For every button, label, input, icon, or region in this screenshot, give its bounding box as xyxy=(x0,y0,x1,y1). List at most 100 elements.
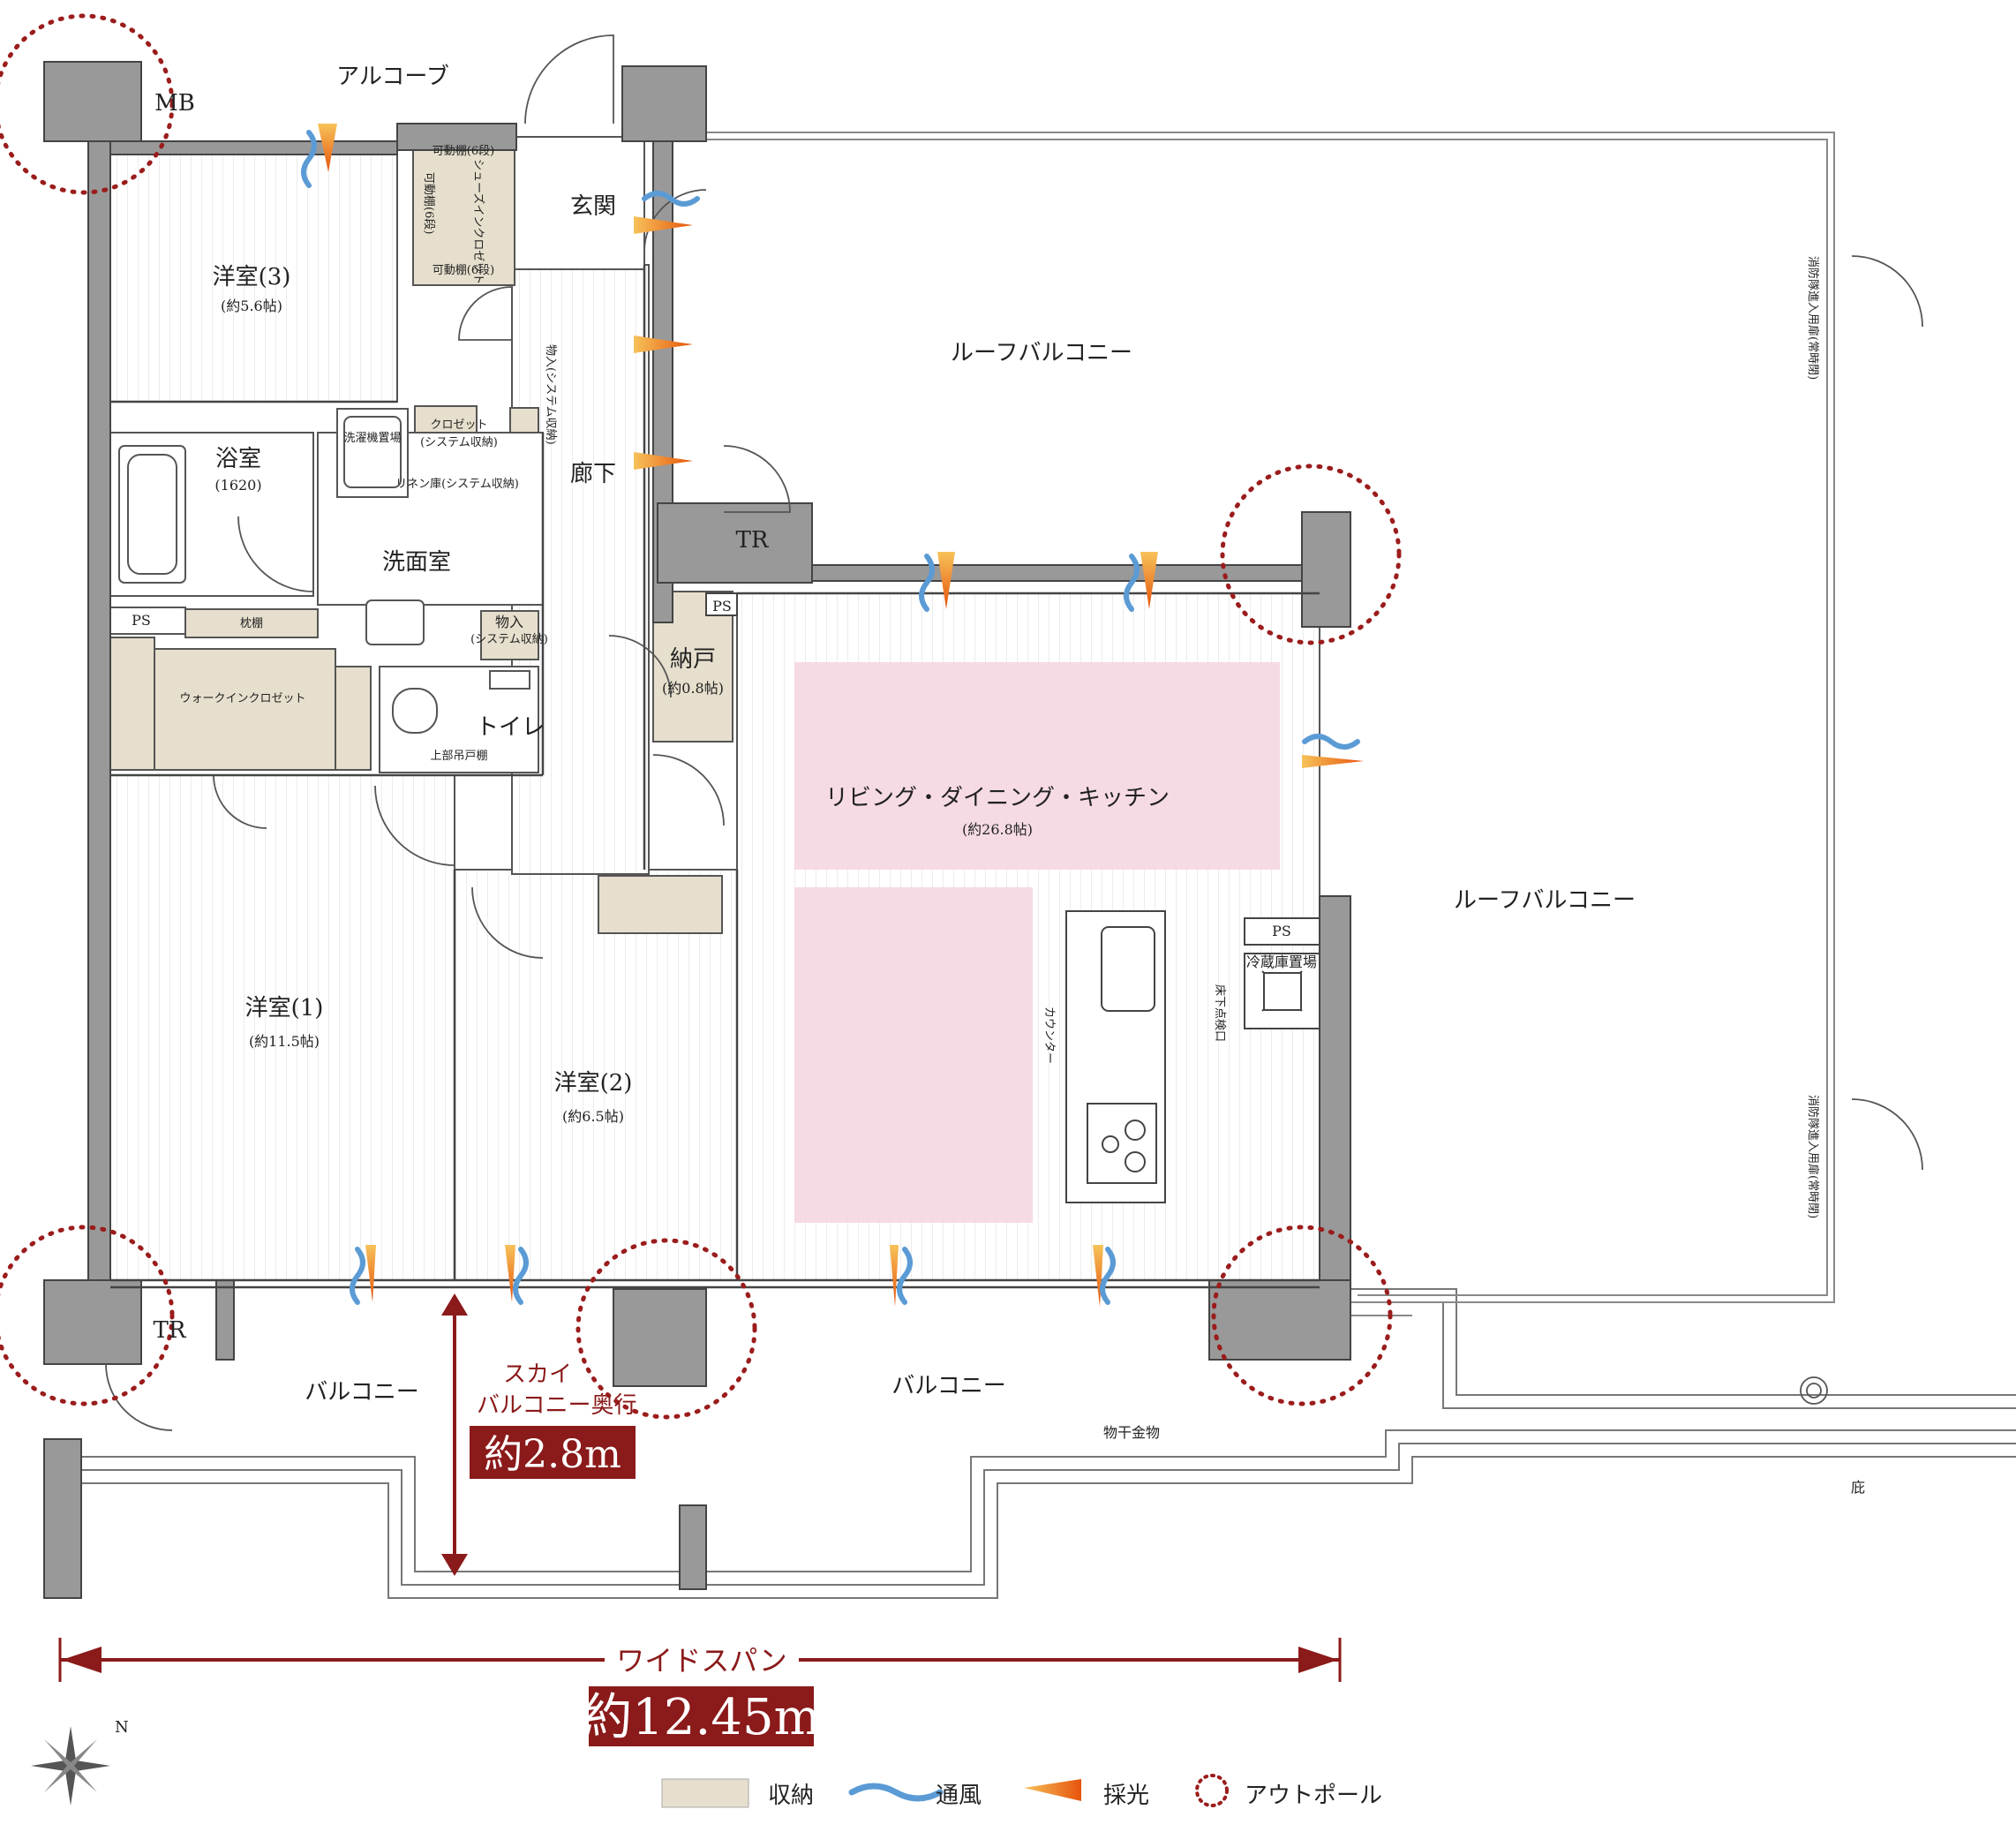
ventilation-icon xyxy=(1124,554,1140,612)
shelf-label-b: 可動棚(6段) xyxy=(422,172,435,234)
ventilation-icon xyxy=(642,191,700,207)
sys-storage-label: (システム収納) xyxy=(420,436,498,449)
room1-label: 洋室(1) xyxy=(245,995,324,1022)
sky-depth-value: 約2.8m xyxy=(484,1432,621,1477)
legend-label-storage: 収納 xyxy=(768,1783,814,1809)
compass-n: N xyxy=(115,1718,129,1737)
room1-floor xyxy=(109,774,455,1281)
outpole-icon xyxy=(0,1225,175,1406)
roof-balcony-label-2: ルーフバルコニー xyxy=(1454,887,1636,914)
tr-label-1: TR xyxy=(736,527,770,554)
shoes-closet-label: シューズインクロゼット xyxy=(471,159,485,284)
bath-size: (1620) xyxy=(214,477,261,494)
compass-icon: N xyxy=(31,1718,129,1806)
ps-label-1: PS xyxy=(132,612,151,629)
fridge-area xyxy=(705,592,1320,1029)
room2-label: 洋室(2) xyxy=(554,1070,633,1097)
outpole-icon xyxy=(0,13,175,195)
room2-floor xyxy=(454,869,738,1281)
ventilation-icon xyxy=(848,1783,944,1802)
room2-size: (約6.5帖) xyxy=(562,1108,624,1125)
ps-label-3: PS xyxy=(1272,923,1291,939)
daylight-icon xyxy=(634,216,693,234)
monoire-sys-label: 物入(システム収納) xyxy=(544,344,557,445)
ldk-highlight-a xyxy=(794,662,1280,870)
ldk-label: リビング・ダイニング・キッチン xyxy=(825,785,1170,811)
corridor-label: 廊下 xyxy=(570,461,616,487)
ventilation-icon xyxy=(1302,734,1360,750)
partitions xyxy=(110,265,1320,1289)
closet-sys-label: クロゼット xyxy=(430,418,487,432)
room3-floor xyxy=(109,154,398,403)
balcony-label-2: バルコニー xyxy=(891,1373,1005,1399)
fire-door-label-1: 消防隊進入用扉(常時閉) xyxy=(1806,256,1820,380)
genkan-floor xyxy=(511,136,645,270)
shelf-label-a: 可動棚(6段) xyxy=(433,145,494,158)
outpole-markers xyxy=(0,13,1402,1420)
nando-label: 納戸 xyxy=(670,646,716,673)
monoire2-label: 物入 xyxy=(495,614,523,630)
eaves-label: 庇 xyxy=(1851,1479,1865,1496)
outpole-icon xyxy=(1195,1774,1229,1807)
wide-span-label: ワイドスパン xyxy=(616,1644,787,1677)
ventilation-markers xyxy=(301,130,1360,1305)
legend-label-outpole: アウトポール xyxy=(1245,1783,1382,1809)
sky-balcony-label-2: バルコニー奥行 xyxy=(477,1392,636,1419)
daylight-icon xyxy=(634,452,693,470)
daylight-markers-h xyxy=(634,216,1364,768)
washer-label: 洗濯機置場 xyxy=(343,432,401,445)
daylight-icon xyxy=(1140,552,1158,609)
daylight-icon xyxy=(634,335,693,353)
daylight-icon xyxy=(1302,755,1364,768)
sky-balcony-dimension xyxy=(441,1293,468,1576)
ps-label-2: PS xyxy=(712,598,732,614)
room3-label: 洋室(3) xyxy=(213,264,291,290)
span-value-box xyxy=(589,1686,814,1746)
span-value: 約12.45m xyxy=(583,1689,820,1746)
linen-label: リネン庫(システム収納) xyxy=(395,478,519,491)
kitchen-counter xyxy=(1065,910,1166,1203)
daylight-icon xyxy=(365,1245,376,1302)
ldk-size: (約26.8帖) xyxy=(962,821,1033,838)
toilet-label: トイレ xyxy=(476,714,545,741)
outpole-icon xyxy=(1211,1225,1393,1406)
floor-hatch-label: 床下点検口 xyxy=(1213,984,1226,1042)
daylight-icon xyxy=(890,1245,899,1307)
ventilation-icon xyxy=(1100,1247,1116,1305)
balcony-label-1: バルコニー xyxy=(305,1379,418,1406)
monoire2-sys: (システム収納) xyxy=(470,633,548,646)
drying-label: 物干金物 xyxy=(1103,1424,1160,1441)
outpole-icon xyxy=(1220,464,1402,645)
daylight-icon xyxy=(937,552,955,609)
door-swings xyxy=(105,34,1923,1431)
fridge-label: 冷蔵庫置場 xyxy=(1246,954,1317,970)
wide-span-dimension xyxy=(58,1638,1342,1682)
legend-label-vent: 通風 xyxy=(936,1783,982,1809)
room3-size: (約5.6帖) xyxy=(221,298,282,314)
ventilation-icon xyxy=(513,1247,529,1305)
pillow-shelf-label: 枕棚 xyxy=(240,617,263,630)
daylight-icon xyxy=(318,124,337,172)
ventilation-icon xyxy=(919,554,935,612)
shelf-label-c: 可動棚(6段) xyxy=(433,264,494,277)
storage-swatch xyxy=(661,1778,749,1808)
room1-size: (約11.5帖) xyxy=(249,1033,320,1050)
tr-label-2: TR xyxy=(154,1317,187,1344)
bath-label: 浴室 xyxy=(215,446,261,472)
balcony-railing xyxy=(75,1288,2016,1599)
ldk-highlight-b xyxy=(794,887,1033,1223)
walls xyxy=(43,61,1351,1599)
upper-cabinet-label: 上部吊戸棚 xyxy=(430,750,487,763)
sky-depth-box xyxy=(470,1426,636,1479)
outpole-icon xyxy=(575,1238,757,1420)
sky-balcony-label: スカイ xyxy=(503,1361,572,1388)
legend-label-light: 採光 xyxy=(1103,1783,1149,1809)
walkin-label: ウォークインクロゼット xyxy=(179,692,305,705)
roof-balcony-label-1: ルーフバルコニー xyxy=(951,340,1132,366)
ventilation-icon xyxy=(301,130,317,188)
alcove-label: アルコーブ xyxy=(336,64,449,90)
nando-size: (約0.8帖) xyxy=(662,680,724,697)
ventilation-icon xyxy=(350,1247,365,1305)
mb-label: MB xyxy=(154,90,195,117)
bath-area xyxy=(109,408,544,773)
